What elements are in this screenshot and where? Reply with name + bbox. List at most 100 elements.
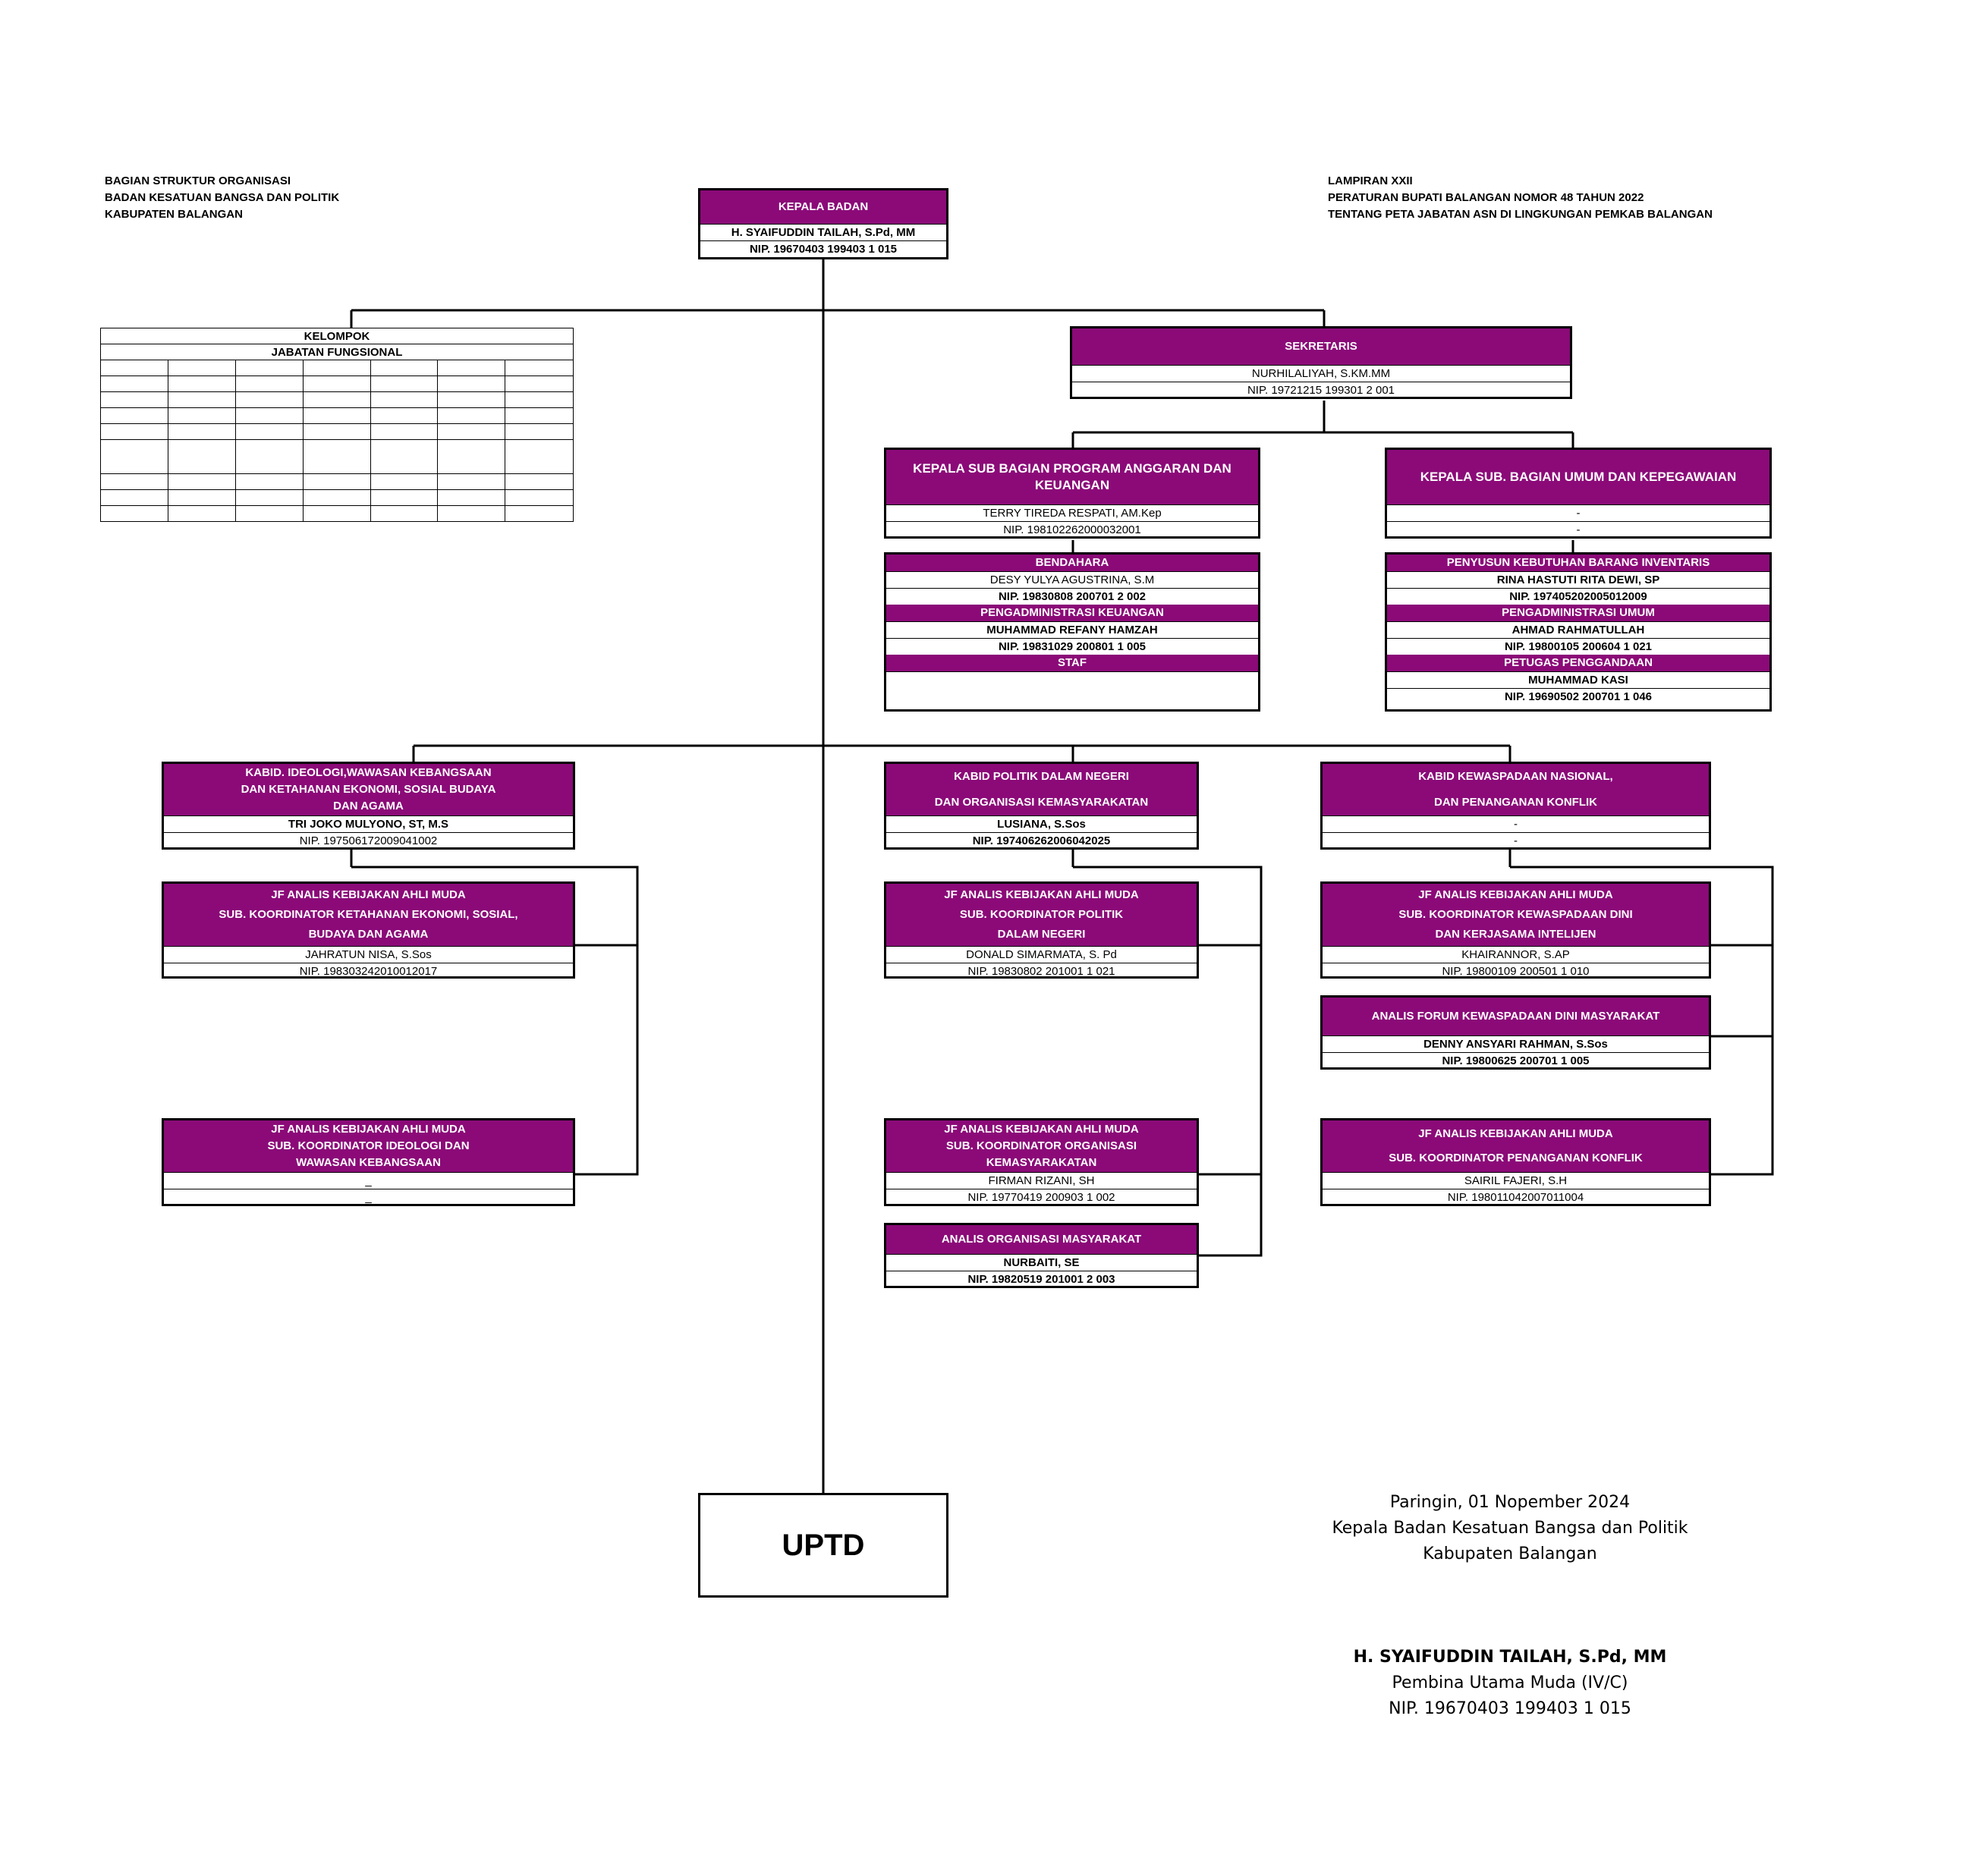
- jf-ketahanan-name: JAHRATUN NISA, S.Sos: [164, 946, 573, 963]
- kabid-politik-title-line1: KABID POLITIK DALAM NEGERI: [954, 770, 1129, 783]
- analis-forum-box: ANALIS FORUM KEWASPADAAN DINI MASYARAKAT…: [1320, 995, 1711, 1070]
- subbag-umum-box: KEPALA SUB. BAGIAN UMUM DAN KEPEGAWAIAN …: [1385, 448, 1772, 539]
- petugas-penggandaan-title: PETUGAS PENGGANDAAN: [1387, 655, 1769, 671]
- staf-name: [886, 671, 1258, 688]
- jf-kewaspadaan-title: JF ANALIS KEBIJAKAN AHLI MUDA SUB. KOORD…: [1323, 884, 1709, 946]
- subbag-program-box: KEPALA SUB BAGIAN PROGRAM ANGGARAN DAN K…: [884, 448, 1260, 539]
- kabid-politik-name: LUSIANA, S.Sos: [886, 815, 1197, 832]
- subbag-umum-name: -: [1387, 504, 1769, 521]
- kepala-badan-box: KEPALA BADAN H. SYAIFUDDIN TAILAH, S.Pd,…: [698, 188, 948, 259]
- pengadministrasi-umum-nip: NIP. 19800105 200604 1 021: [1387, 638, 1769, 655]
- jf-ideologi-title: JF ANALIS KEBIJAKAN AHLI MUDA SUB. KOORD…: [164, 1120, 573, 1172]
- jf-ideologi-nip: _: [164, 1189, 573, 1204]
- jf-table-row: [100, 360, 574, 376]
- jf-ideologi-title-line1: JF ANALIS KEBIJAKAN AHLI MUDA: [271, 1123, 466, 1136]
- petugas-penggandaan-name: MUHAMMAD KASI: [1387, 671, 1769, 688]
- subbag-umum-staff-box: PENYUSUN KEBUTUHAN BARANG INVENTARIS RIN…: [1385, 552, 1772, 712]
- penyusun-kebutuhan-name: RINA HASTUTI RITA DEWI, SP: [1387, 571, 1769, 588]
- kabid-kewaspadaan-title: KABID KEWASPADAAN NASIONAL, DAN PENANGAN…: [1323, 764, 1709, 815]
- penyusun-kebutuhan-title: PENYUSUN KEBUTUHAN BARANG INVENTARIS: [1387, 555, 1769, 571]
- kepala-badan-nip: NIP. 19670403 199403 1 015: [700, 240, 946, 257]
- jf-kewaspadaan-title-line2: SUB. KOORDINATOR KEWASPADAAN DINI: [1398, 908, 1633, 921]
- pengadministrasi-umum-title: PENGADMINISTRASI UMUM: [1387, 605, 1769, 621]
- subbag-program-title: KEPALA SUB BAGIAN PROGRAM ANGGARAN DAN K…: [886, 450, 1258, 504]
- analis-ormas-name: NURBAITI, SE: [886, 1254, 1197, 1271]
- staf-title: STAF: [886, 655, 1258, 671]
- uptd-box: UPTD: [698, 1493, 948, 1598]
- kabid-ideologi-title-line1: KABID. IDEOLOGI,WAWASAN KEBANGSAAN: [245, 766, 492, 779]
- jf-politik-title-line1: JF ANALIS KEBIJAKAN AHLI MUDA: [944, 888, 1139, 901]
- jf-table-row: [100, 423, 574, 440]
- jf-ketahanan-title-line3: BUDAYA DAN AGAMA: [308, 928, 429, 941]
- header-right: LAMPIRAN XXII PERATURAN BUPATI BALANGAN …: [1328, 173, 1713, 223]
- bendahara-name: DESY YULYA AGUSTRINA, S.M: [886, 571, 1258, 588]
- subbag-program-nip: NIP. 198102262000032001: [886, 521, 1258, 536]
- jf-ormas-nip: NIP. 19770419 200903 1 002: [886, 1189, 1197, 1204]
- kabid-politik-title: KABID POLITIK DALAM NEGERI DAN ORGANISAS…: [886, 764, 1197, 815]
- jf-table-row: [100, 407, 574, 424]
- jf-ormas-title-line3: KEMASYARAKATAN: [986, 1156, 1097, 1169]
- header-left-line3: KABUPATEN BALANGAN: [105, 208, 243, 221]
- jf-table-row: [100, 391, 574, 408]
- jf-politik-title-line2: SUB. KOORDINATOR POLITIK: [959, 908, 1124, 921]
- kabid-kewaspadaan-title-line1: KABID KEWASPADAAN NASIONAL,: [1418, 770, 1613, 783]
- header-left: BAGIAN STRUKTUR ORGANISASI BADAN KESATUA…: [105, 173, 339, 223]
- jf-ormas-title-line1: JF ANALIS KEBIJAKAN AHLI MUDA: [944, 1123, 1139, 1136]
- jf-ketahanan-title: JF ANALIS KEBIJAKAN AHLI MUDA SUB. KOORD…: [164, 884, 573, 946]
- kabid-ideologi-title-line3: DAN AGAMA: [333, 800, 404, 812]
- jf-table-title2: JABATAN FUNGSIONAL: [100, 344, 574, 360]
- jf-ormas-title-line2: SUB. KOORDINATOR ORGANISASI: [945, 1139, 1137, 1152]
- jf-table-row: [100, 473, 574, 490]
- staf-nip: [886, 688, 1258, 704]
- penyusun-kebutuhan-nip: NIP. 197405202005012009: [1387, 588, 1769, 605]
- subbag-umum-nip: -: [1387, 521, 1769, 536]
- header-left-line1: BAGIAN STRUKTUR ORGANISASI: [105, 174, 291, 187]
- bendahara-title: BENDAHARA: [886, 555, 1258, 571]
- kabid-kewaspadaan-nip: -: [1323, 832, 1709, 847]
- kabid-kewaspadaan-box: KABID KEWASPADAAN NASIONAL, DAN PENANGAN…: [1320, 762, 1711, 850]
- jf-ormas-name: FIRMAN RIZANI, SH: [886, 1172, 1197, 1189]
- jf-ideologi-title-line3: WAWASAN KEBANGSAAN: [296, 1156, 441, 1169]
- pengadministrasi-keuangan-nip: NIP. 19831029 200801 1 005: [886, 638, 1258, 655]
- jf-ketahanan-nip: NIP. 198303242010012017: [164, 963, 573, 976]
- jf-politik-name: DONALD SIMARMATA, S. Pd: [886, 946, 1197, 963]
- signature-footer: H. SYAIFUDDIN TAILAH, S.Pd, MM Pembina U…: [1244, 1645, 1776, 1722]
- jf-kewaspadaan-name: KHAIRANNOR, S.AP: [1323, 946, 1709, 963]
- kabid-ideologi-title: KABID. IDEOLOGI,WAWASAN KEBANGSAAN DAN K…: [164, 764, 573, 815]
- kabid-politik-box: KABID POLITIK DALAM NEGERI DAN ORGANISAS…: [884, 762, 1199, 850]
- jf-ideologi-title-line2: SUB. KOORDINATOR IDEOLOGI DAN: [267, 1139, 470, 1152]
- sekretaris-title: SEKRETARIS: [1072, 328, 1570, 365]
- pengadministrasi-umum-name: AHMAD RAHMATULLAH: [1387, 621, 1769, 638]
- sekretaris-nip: NIP. 19721215 199301 2 001: [1072, 382, 1570, 397]
- header-left-line2: BADAN KESATUAN BANGSA DAN POLITIK: [105, 191, 340, 204]
- jf-ormas-title: JF ANALIS KEBIJAKAN AHLI MUDA SUB. KOORD…: [886, 1120, 1197, 1172]
- jf-politik-nip: NIP. 19830802 201001 1 021: [886, 963, 1197, 976]
- jf-kewaspadaan-title-line3: DAN KERJASAMA INTELIJEN: [1435, 928, 1596, 941]
- bendahara-nip: NIP. 19830808 200701 2 002: [886, 588, 1258, 605]
- subbag-program-title-line2: KEUANGAN: [1034, 478, 1110, 492]
- jf-table-row: [100, 489, 574, 506]
- jf-konflik-nip: NIP. 198011042007011004: [1323, 1189, 1709, 1204]
- sekretaris-name: NURHILALIYAH, S.KM.MM: [1072, 365, 1570, 382]
- signature-header: Paringin, 01 Nopember 2024 Kepala Badan …: [1244, 1490, 1776, 1567]
- jf-ormas-box: JF ANALIS KEBIJAKAN AHLI MUDA SUB. KOORD…: [884, 1118, 1199, 1206]
- sekretaris-box: SEKRETARIS NURHILALIYAH, S.KM.MM NIP. 19…: [1070, 326, 1572, 399]
- kabid-ideologi-nip: NIP. 197506172009041002: [164, 832, 573, 847]
- signature-nip: NIP. 19670403 199403 1 015: [1389, 1699, 1631, 1718]
- analis-ormas-nip: NIP. 19820519 201001 2 003: [886, 1271, 1197, 1286]
- jf-table-row: [100, 505, 574, 522]
- header-right-line1: LAMPIRAN XXII: [1328, 174, 1413, 187]
- jabatan-fungsional-table: KELOMPOK JABATAN FUNGSIONAL: [100, 328, 574, 522]
- signature-position2: Kabupaten Balangan: [1423, 1544, 1597, 1563]
- jf-table-row: [100, 376, 574, 392]
- jf-konflik-title-line2: SUB. KOORDINATOR PENANGANAN KONFLIK: [1389, 1152, 1643, 1164]
- kabid-politik-nip: NIP. 197406262006042025: [886, 832, 1197, 847]
- jf-politik-title: JF ANALIS KEBIJAKAN AHLI MUDA SUB. KOORD…: [886, 884, 1197, 946]
- jf-ketahanan-box: JF ANALIS KEBIJAKAN AHLI MUDA SUB. KOORD…: [162, 881, 575, 979]
- jf-ideologi-box: JF ANALIS KEBIJAKAN AHLI MUDA SUB. KOORD…: [162, 1118, 575, 1206]
- kabid-ideologi-title-line2: DAN KETAHANAN EKONOMI, SOSIAL BUDAYA: [241, 783, 496, 796]
- kabid-kewaspadaan-name: -: [1323, 815, 1709, 832]
- analis-ormas-box: ANALIS ORGANISASI MASYARAKAT NURBAITI, S…: [884, 1223, 1199, 1288]
- analis-forum-title: ANALIS FORUM KEWASPADAAN DINI MASYARAKAT: [1323, 998, 1709, 1035]
